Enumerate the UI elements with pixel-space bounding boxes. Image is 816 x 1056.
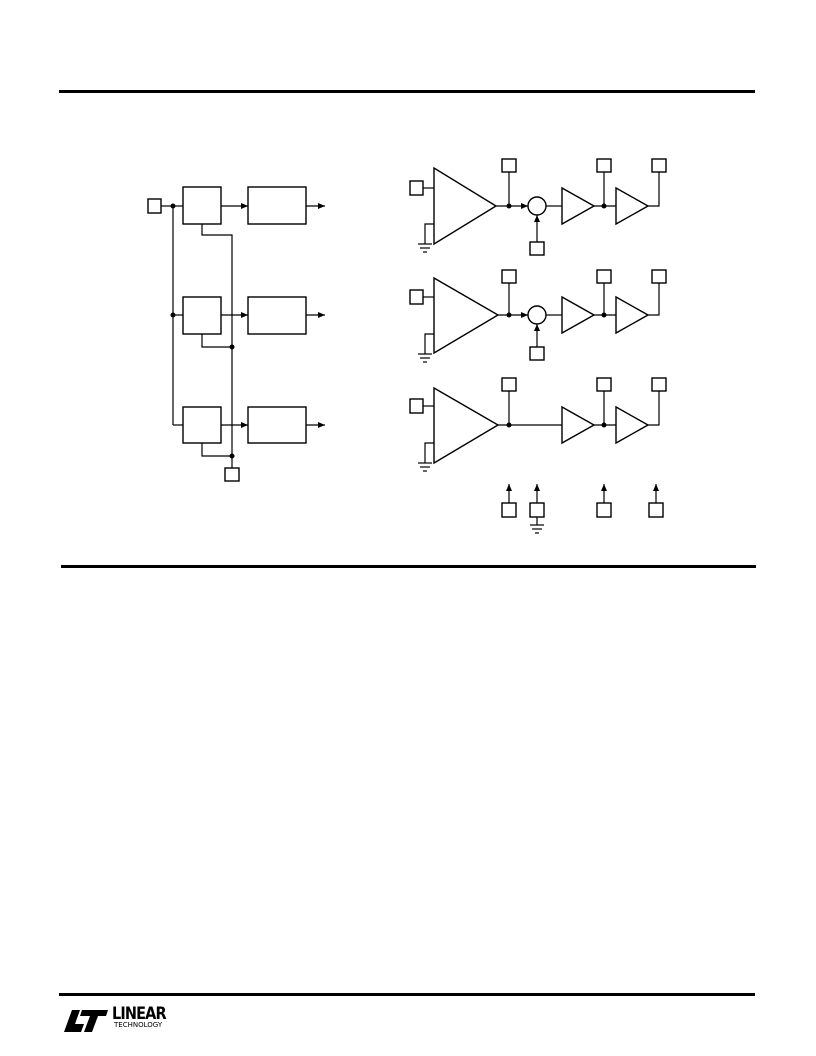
amplifier-triangle xyxy=(433,166,498,246)
logo-brand-text: LINEAR xyxy=(112,1004,167,1024)
switch-block-1 xyxy=(182,186,222,225)
lt-logo-icon xyxy=(64,1010,108,1032)
supply-pin xyxy=(596,502,612,518)
summing-node xyxy=(527,305,547,325)
supply-pin xyxy=(501,502,517,518)
control-pin xyxy=(224,467,240,482)
output-pin xyxy=(651,158,667,173)
bias-pin xyxy=(529,241,545,256)
output-pin xyxy=(651,377,667,392)
switch-block-2 xyxy=(182,296,222,335)
amplifier-chain-3 xyxy=(409,377,667,472)
output-block-2 xyxy=(247,296,307,335)
output-pin xyxy=(501,269,517,284)
linear-technology-logo: LINEAR TECHNOLOGY xyxy=(62,1004,182,1036)
buffer-triangle xyxy=(561,295,596,335)
output-pin xyxy=(501,377,517,392)
supply-pins xyxy=(501,484,664,534)
top-rule xyxy=(59,90,755,93)
summing-node xyxy=(527,196,547,216)
supply-pin xyxy=(648,502,664,518)
amplifier-chain-1 xyxy=(409,158,667,256)
input-pin xyxy=(409,180,424,196)
bottom-rule xyxy=(59,993,755,996)
bias-pin xyxy=(529,346,545,361)
buffer-triangle xyxy=(615,405,650,445)
input-pin xyxy=(409,289,424,305)
output-pin xyxy=(596,158,612,173)
output-pin xyxy=(596,377,612,392)
buffer-triangle xyxy=(561,405,596,445)
switch-block-3 xyxy=(182,406,222,444)
amplifier-triangle xyxy=(433,386,500,465)
output-block-1 xyxy=(247,186,307,225)
buffer-triangle xyxy=(615,295,650,335)
junction-dot xyxy=(229,344,235,350)
input-pin xyxy=(147,198,162,214)
buffer-triangle xyxy=(561,186,596,226)
ground-pin xyxy=(529,502,545,518)
output-pin xyxy=(596,269,612,284)
buffer-triangle xyxy=(615,186,650,226)
amplifier-triangle xyxy=(433,276,500,355)
middle-rule xyxy=(61,565,756,568)
amplifier-chain-2 xyxy=(409,269,667,363)
output-pin xyxy=(651,269,667,284)
output-pin xyxy=(501,158,517,173)
left-channel-diagram xyxy=(147,186,325,482)
input-pin xyxy=(409,398,424,414)
output-block-3 xyxy=(247,406,307,444)
logo-sub-text: TECHNOLOGY xyxy=(114,1021,163,1029)
